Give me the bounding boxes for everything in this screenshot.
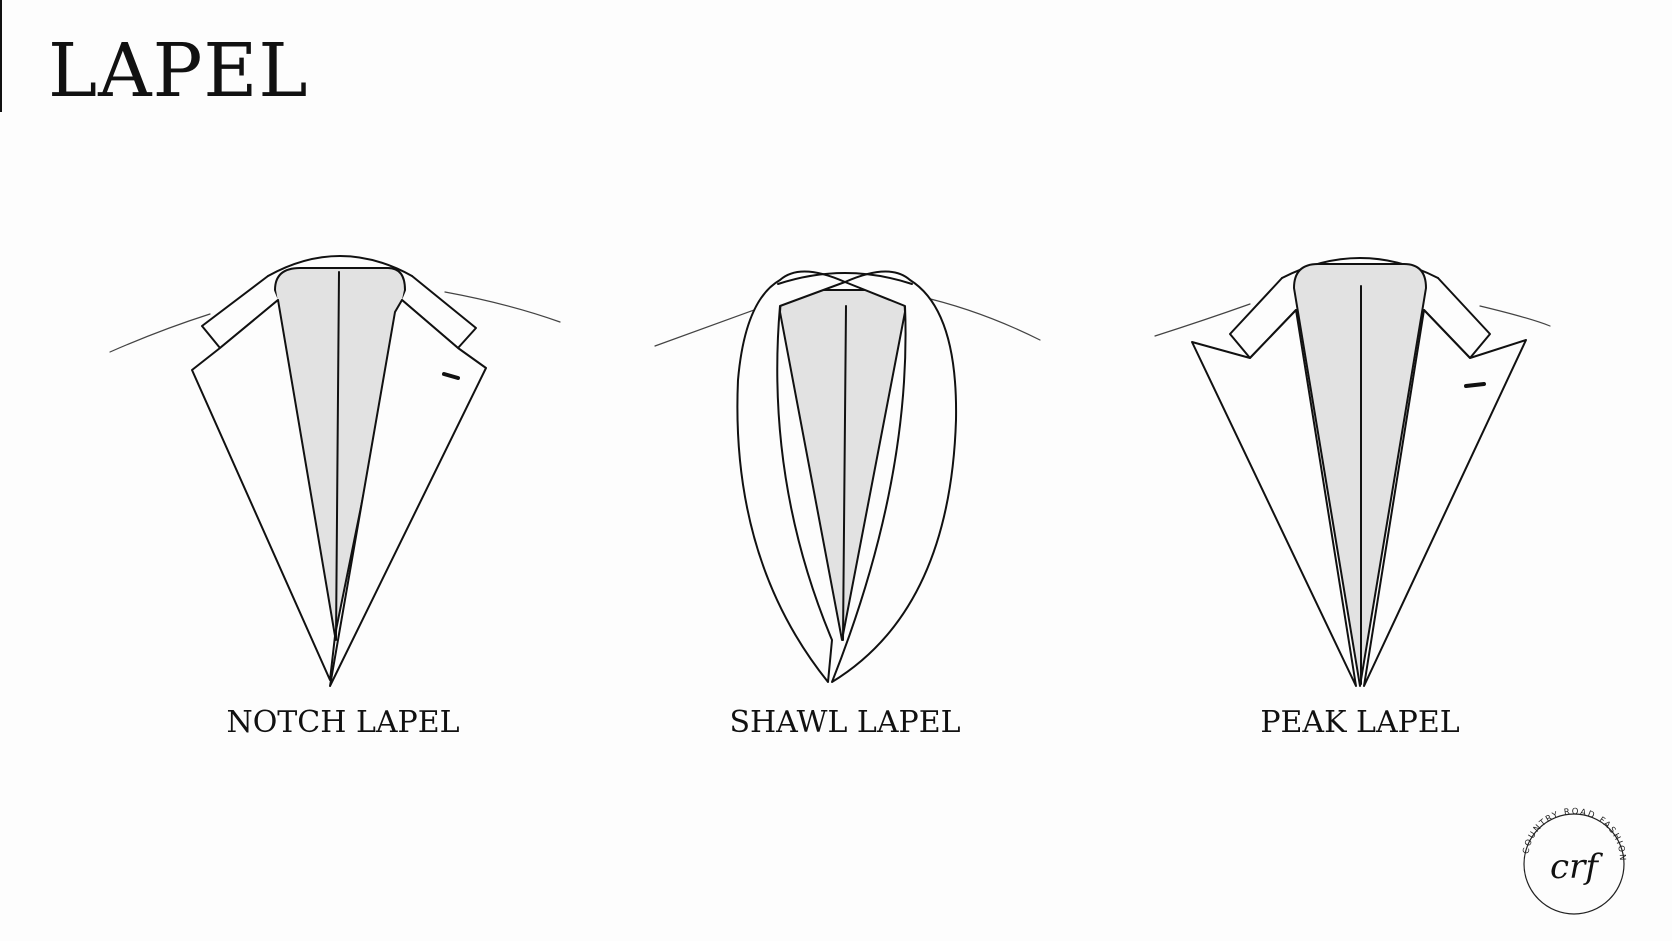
- peak-lapel-right: [1363, 309, 1527, 687]
- shawl-placket-line: [842, 305, 847, 641]
- brand-logo: COUNTRY ROAD FASHIONS crf: [1516, 802, 1626, 915]
- logo-ring: [1523, 813, 1625, 915]
- page-title: LAPEL: [48, 28, 309, 114]
- notch-lapel-caption: NOTCH LAPEL: [226, 705, 460, 740]
- notch-collar-back: [267, 255, 413, 277]
- notch-lapel-right: [329, 299, 487, 687]
- peak-lapel-left: [1191, 309, 1357, 687]
- shawl-lapel-caption: SHAWL LAPEL: [729, 705, 961, 740]
- notch-shoulder-line-right: [444, 291, 561, 323]
- shawl-shoulder-line-right: [917, 295, 1041, 341]
- peak-lapel-illustration: [1154, 257, 1551, 687]
- shawl-lapel-illustration: [654, 270, 1041, 683]
- notch-shirt: [274, 267, 406, 641]
- left-edge-mark: [0, 0, 2, 112]
- peak-shoulder-line-left: [1154, 303, 1251, 337]
- notch-lapel-left: [191, 299, 336, 681]
- shawl-lapel-left: [736, 270, 846, 683]
- peak-buttonhole: [1464, 382, 1486, 388]
- logo-monogram: crf: [1550, 847, 1603, 887]
- notch-buttonhole: [442, 372, 460, 380]
- shawl-lapel-right: [831, 270, 958, 683]
- peak-shoulder-line-right: [1479, 305, 1551, 327]
- notch-lapel-illustration: [109, 255, 561, 687]
- shawl-collar-top: [777, 272, 913, 285]
- peak-lapel-caption: PEAK LAPEL: [1260, 705, 1460, 740]
- notch-placket-line: [335, 271, 340, 641]
- notch-shoulder-line-left: [109, 313, 211, 353]
